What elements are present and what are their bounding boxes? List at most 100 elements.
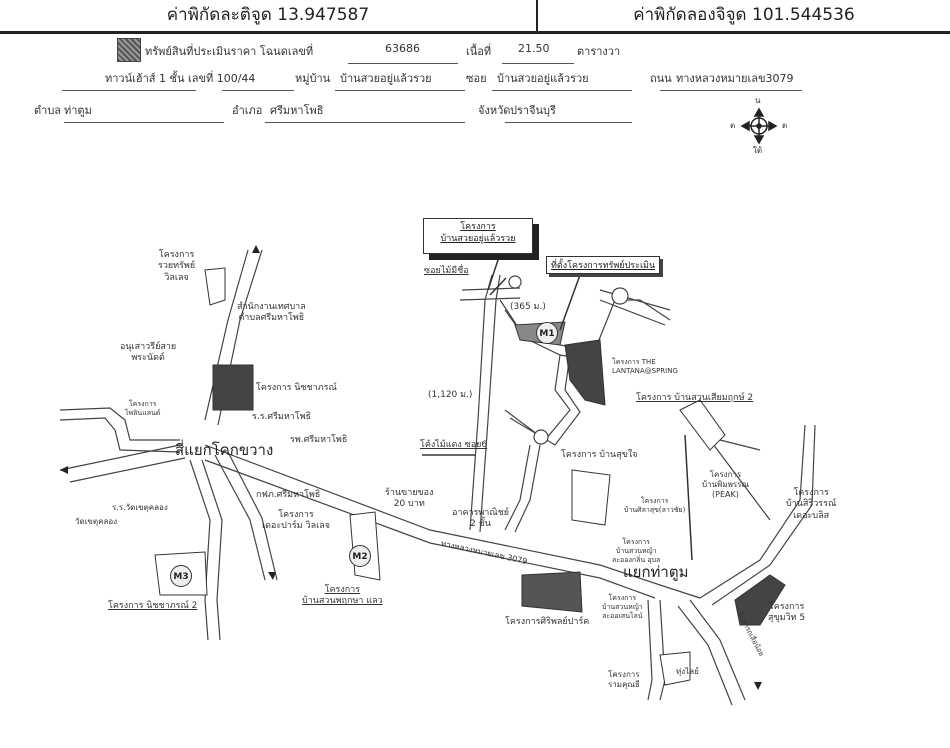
- number-underline: [222, 90, 294, 91]
- compass-north: น: [755, 96, 761, 105]
- soi-label: ซอย: [466, 72, 487, 85]
- commercial-l1: อาคารพาณิชย์: [452, 508, 510, 518]
- road-underline: [660, 90, 802, 91]
- district-underline: [265, 122, 465, 123]
- label-suanbua: โครงการ บ้านสวนเสียมฤกษ์ 2: [636, 393, 754, 403]
- compass-rose: [740, 107, 778, 145]
- siriporn-l3: เดอะบลิส: [793, 510, 830, 521]
- label-electric: กฟภ.ศรีมหาโพธิ: [256, 490, 321, 500]
- small-proj3-l2: บ้านสวนหญ้า: [602, 602, 643, 611]
- peak-l2: บ้านพิมพรรณ: [702, 480, 749, 489]
- municipal-l1: สำนักงานเทศบาล: [237, 302, 306, 312]
- latitude-label: ค่าพิกัดละติจูด 13.947587: [166, 5, 370, 25]
- small-proj1-l1: โครงการ: [640, 497, 669, 505]
- small-proj2-l2: บ้านสวนหญ้า: [615, 546, 657, 555]
- small-proj3-l3: ละออเสนไลน์: [602, 611, 643, 620]
- subject-project-line2: บ้านสวยอยู่แล้วรวย: [440, 234, 516, 245]
- junction-thatum: แยกท่าตูม: [623, 563, 689, 581]
- village-underline: [335, 90, 465, 91]
- soi-main-label: ซอยไม้มีชื่อ: [424, 266, 469, 276]
- marker-m1: M1: [536, 322, 558, 344]
- marker-m3: M3: [170, 565, 192, 587]
- school-proj-l1: โครงการ: [128, 400, 157, 408]
- type-underline: [62, 90, 196, 91]
- label-municipal: สำนักงานเทศบาลตำบลศรีมหาโพธิ: [237, 302, 306, 325]
- small-proj2-l3: ละอองกลิ่น อุบล: [612, 555, 661, 564]
- province-label: จังหวัด: [478, 104, 511, 117]
- highway-3079: [204, 444, 701, 599]
- label-raiwat: โครงการรวยทรัพย์วิลเลจ: [158, 250, 195, 284]
- label-small-proj3: โครงการบ้านสวนหญ้าละออเสนไลน์: [602, 594, 643, 620]
- soi-underline: [492, 90, 632, 91]
- road-label: ถนน: [650, 72, 672, 85]
- lantana-l2: LANTANA@SPRING: [612, 366, 678, 375]
- lantana-l1: โครงการ THE: [612, 358, 656, 366]
- label-rancha: โครงการรามคุณธี: [608, 670, 640, 690]
- small-proj3-l1: โครงการ: [608, 594, 637, 602]
- subject-callout: ที่ตั้งโครงการทรัพย์ประเมิน: [546, 256, 661, 274]
- label-monument: อนุเสาวรีย์สายพระนัดด์: [120, 342, 176, 365]
- south-road-1: [189, 459, 211, 641]
- junction-khokkhwang: สี่แยกโคกขวาง: [175, 441, 274, 459]
- soi-value: บ้านสวยอยู่แล้วรวย: [497, 72, 589, 85]
- appraised-label: ทรัพย์สินที่ประเมินราคา โฉนดเลขที่: [145, 45, 314, 58]
- property-type: ทาวน์เฮ้าส์ 1 ชั้น เลขที่ 100/44: [105, 72, 256, 85]
- siriporn-l2: บ้านสิริวรรณ์: [786, 499, 837, 510]
- m2-proj-l2: บ้านสวนพฤกษา แลว: [302, 596, 383, 607]
- municipal-l2: ตำบลศรีมหาโพธิ: [238, 313, 305, 324]
- header-divider: [536, 0, 538, 31]
- rancha-l1: โครงการ: [608, 670, 640, 679]
- raiwat-l3: วิลเลจ: [164, 272, 189, 283]
- label-sukjai: โครงการ บ้านสุขใจ: [561, 450, 638, 460]
- subdistrict-underline: [64, 122, 224, 123]
- property-legend-swatch: [117, 38, 141, 62]
- curve-label: โค้งไม้แดง ซอย6: [420, 440, 488, 450]
- marker-m2: M2: [349, 545, 371, 567]
- monument-l1: อนุเสาวรีย์สาย: [120, 342, 177, 352]
- rancha-l2: รามคุณธี: [608, 680, 640, 689]
- dream-l2: เดอะปาร์ม วิลเลจ: [262, 521, 330, 532]
- district-label: อำเภอ: [232, 104, 263, 117]
- label-wat: วัดเขตุคลอง: [75, 517, 118, 526]
- village-label: หมู่บ้าน: [295, 72, 331, 85]
- dream-l1: โครงการ: [278, 510, 314, 520]
- label-small-proj1: โครงการบ้านศิลาสุข(ลาวชัย): [624, 497, 685, 515]
- label-dream: โครงการเดอะปาร์ม วิลเลจ: [262, 510, 330, 533]
- commercial-l2: 2 ชั้น: [470, 519, 491, 530]
- label-siriporn: โครงการบ้านสิริวรรณ์เดอะบลิส: [786, 488, 836, 522]
- compass-west: ต: [730, 121, 736, 130]
- label-school-proj: โครงการไพลินแลนด์: [125, 400, 160, 418]
- province-underline: [505, 122, 632, 123]
- distance-365: (365 ม.): [510, 302, 546, 312]
- compass-east: ต: [782, 121, 788, 130]
- raiwat-l2: รวยทรัพย์: [158, 261, 196, 272]
- area-value: 21.50: [518, 42, 550, 55]
- sukhumvit-l2: สุขุมวิท 5: [768, 613, 806, 624]
- deed-number: 63686: [385, 42, 420, 55]
- label-school: ร.ร.ศรีมหาโพธิ: [252, 412, 312, 422]
- subject-project-box: โครงการ บ้านสวยอยู่แล้วรวย: [423, 218, 533, 254]
- shop20-l2: 20 บาท: [393, 499, 425, 510]
- road-value: ทางหลวงหมายเลข3079: [676, 72, 794, 85]
- label-cv-project: โครงการศิริพลย์ปาร์ค: [505, 617, 590, 627]
- label-peak: โครงการบ้านพิมพรรณ(PEAK): [702, 470, 749, 500]
- east-road: [699, 424, 806, 599]
- raiwat-l1: โครงการ: [158, 250, 195, 260]
- label-small-proj2: โครงการบ้านสวนหญ้าละอองกลิ่น อุบล: [612, 538, 660, 564]
- province-value: ปราจีนบุรี: [510, 104, 556, 117]
- label-m2-project: โครงการบ้านสวนพฤกษา แลว: [302, 585, 383, 608]
- longitude-label: ค่าพิกัดลองจิจูด 101.544536: [633, 5, 855, 25]
- deed-underline: [348, 63, 458, 64]
- label-nichaporn: โครงการ นิชชาภรณ์: [256, 383, 337, 393]
- sukhumvit-l1: โครงการ: [768, 602, 805, 612]
- subject-project-line1: โครงการ: [460, 222, 496, 232]
- west-road: [59, 407, 180, 441]
- subdistrict-value: ท่าตูม: [64, 104, 92, 117]
- label-commercial: อาคารพาณิชย์2 ชั้น: [452, 508, 509, 531]
- label-m3-project: โครงการ นิชชาภรณ์ 2: [108, 601, 198, 611]
- small-proj2-l1: โครงการ: [622, 538, 650, 546]
- district-value: ศรีมหาโพธิ: [270, 104, 324, 117]
- coordinates-header: ค่าพิกัดละติจูด 13.947587 ค่าพิกัดลองจิจ…: [0, 0, 950, 34]
